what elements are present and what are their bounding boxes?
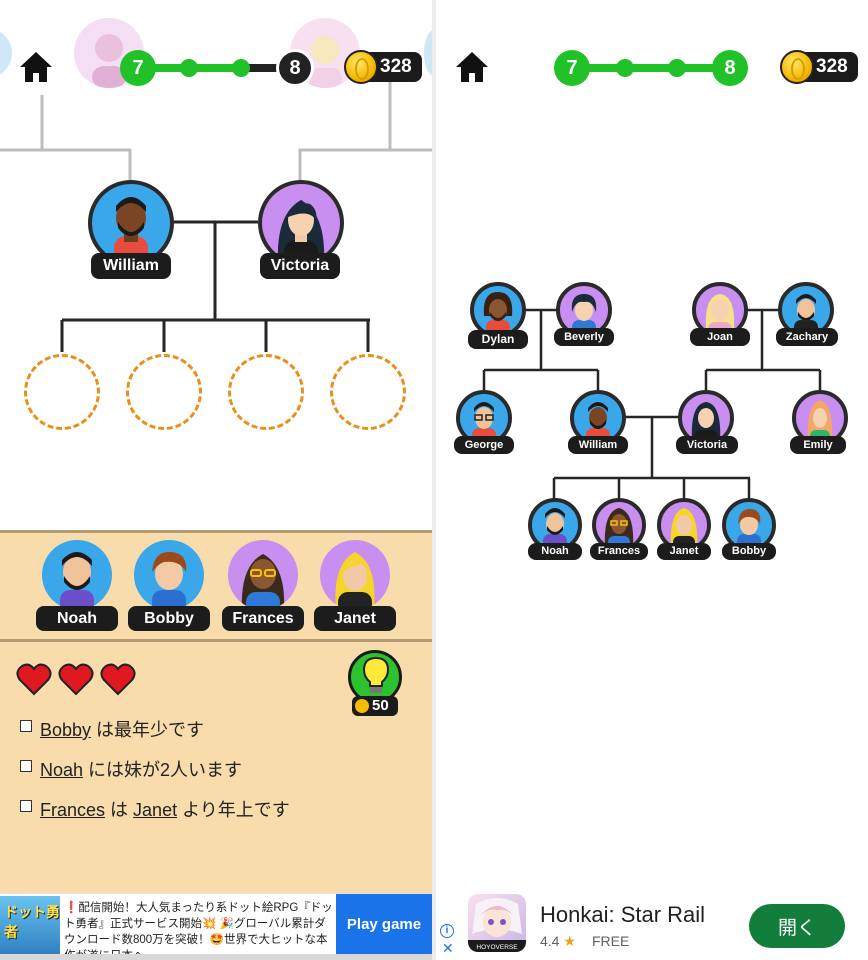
tree-name-george: George (454, 436, 514, 454)
tree-name-joan: Joan (690, 328, 750, 346)
candidate-name-janet: Janet (314, 606, 396, 631)
panel-divider (432, 0, 436, 960)
tree-name-janet: Janet (657, 543, 711, 560)
clue-person-link[interactable]: Bobby (40, 720, 92, 740)
coin-counter: 328 (780, 50, 860, 84)
candidate-avatar-frances[interactable] (228, 540, 298, 610)
clue-checkbox[interactable] (20, 760, 32, 772)
clue-person-link[interactable]: Noah (40, 760, 84, 780)
app-install-ad[interactable]: i ✕ HOYOVERSE Honkai: Star Rail 4.4 ★ FR… (436, 890, 868, 960)
coin-count: 328 (816, 56, 848, 77)
clue-1[interactable]: Bobby は最年少です (20, 716, 204, 742)
right-solved-panel: 7 8 328 Dylan Beverly Joan Zachary Georg… (436, 0, 868, 960)
app-icon[interactable]: HOYOVERSE (468, 894, 526, 952)
svg-text:HOYOVERSE: HOYOVERSE (476, 944, 518, 951)
next-level-badge: 8 (712, 50, 748, 86)
upper-tree-lines (0, 80, 432, 352)
coin-count: 328 (380, 56, 412, 77)
progress-step-dot (616, 59, 634, 77)
coin-icon (780, 50, 814, 84)
clue-person-link[interactable]: Janet (133, 800, 178, 820)
tree-name-beverly: Beverly (554, 328, 614, 346)
clue-3[interactable]: Frances は Janet より年上です (20, 796, 290, 822)
candidate-avatar-bobby[interactable] (134, 540, 204, 610)
tree-name-emily: Emily (790, 436, 846, 454)
candidate-avatar-janet[interactable] (320, 540, 390, 610)
current-level-badge: 7 (120, 50, 156, 86)
name-tag-william: William (91, 253, 171, 279)
left-game-panel: 7 8 328 William Victoria (0, 0, 432, 960)
home-icon[interactable] (454, 50, 490, 84)
ad-rating: 4.4 ★ (540, 933, 576, 949)
ad-play-button[interactable]: Play game (336, 894, 432, 954)
tree-name-bobby: Bobby (722, 543, 776, 560)
coin-icon (355, 699, 369, 713)
hint-button[interactable]: 50 (346, 650, 404, 718)
heart-icon (100, 663, 136, 696)
progress-step-dot (668, 59, 686, 77)
lightbulb-icon (362, 656, 390, 693)
progress-bar-filled (572, 64, 730, 72)
faded-avatar-edge-right (424, 30, 432, 76)
candidate-name-frances: Frances (222, 606, 304, 631)
tree-name-dylan: Dylan (468, 330, 528, 349)
banner-ad[interactable]: ドット勇者 ❗配信開始！大人気まったり系ドット絵RPG『ドット勇者』正式サービス… (0, 893, 432, 960)
tree-name-zachary: Zachary (776, 328, 838, 346)
heart-icon (58, 663, 94, 696)
empty-child-slot[interactable] (330, 354, 406, 430)
empty-child-slot[interactable] (24, 354, 100, 430)
ad-price: FREE (592, 933, 630, 949)
tree-name-frances: Frances (590, 543, 648, 560)
clue-person-link[interactable]: Frances (40, 800, 106, 820)
empty-child-slot[interactable] (126, 354, 202, 430)
heart-icon (16, 663, 52, 696)
candidate-name-bobby: Bobby (128, 606, 210, 631)
candidate-name-noah: Noah (36, 606, 118, 631)
ad-open-button[interactable]: 開く (749, 904, 845, 948)
current-level-badge: 7 (554, 50, 590, 86)
coin-counter: 328 (344, 50, 424, 84)
clue-checkbox[interactable] (20, 800, 32, 812)
tree-name-victoria: Victoria (676, 436, 738, 454)
ad-text[interactable]: ❗配信開始！大人気まったり系ドット絵RPG『ドット勇者』正式サービス開始💥 🎉グ… (64, 902, 333, 960)
clue-checkbox[interactable] (20, 720, 32, 732)
next-level-badge: 8 (276, 49, 314, 87)
empty-child-slot[interactable] (228, 354, 304, 430)
star-icon: ★ (563, 933, 576, 949)
ad-close-icon[interactable]: ✕ (442, 940, 454, 956)
clue-2[interactable]: Noah には妹が2人います (20, 756, 242, 782)
coin-icon (344, 50, 378, 84)
ad-app-title[interactable]: Honkai: Star Rail (540, 902, 706, 927)
level-progress: 7 8 (554, 50, 748, 90)
progress-step-dot (180, 59, 198, 77)
ad-info-icon[interactable]: i (440, 924, 454, 938)
tree-name-noah: Noah (528, 543, 582, 560)
level-progress: 7 8 (120, 49, 314, 90)
progress-step-dot (232, 59, 250, 77)
tree-name-william: William (568, 436, 628, 454)
ad-thumbnail[interactable]: ドット勇者 (0, 896, 60, 958)
family-tree-lines (482, 308, 822, 500)
progress-bar-remaining (240, 64, 300, 72)
candidate-avatar-noah[interactable] (42, 540, 112, 610)
name-tag-victoria: Victoria (260, 253, 340, 279)
progress-bar-filled (138, 64, 278, 72)
hint-cost: 50 (352, 696, 398, 716)
home-icon[interactable] (18, 50, 54, 84)
